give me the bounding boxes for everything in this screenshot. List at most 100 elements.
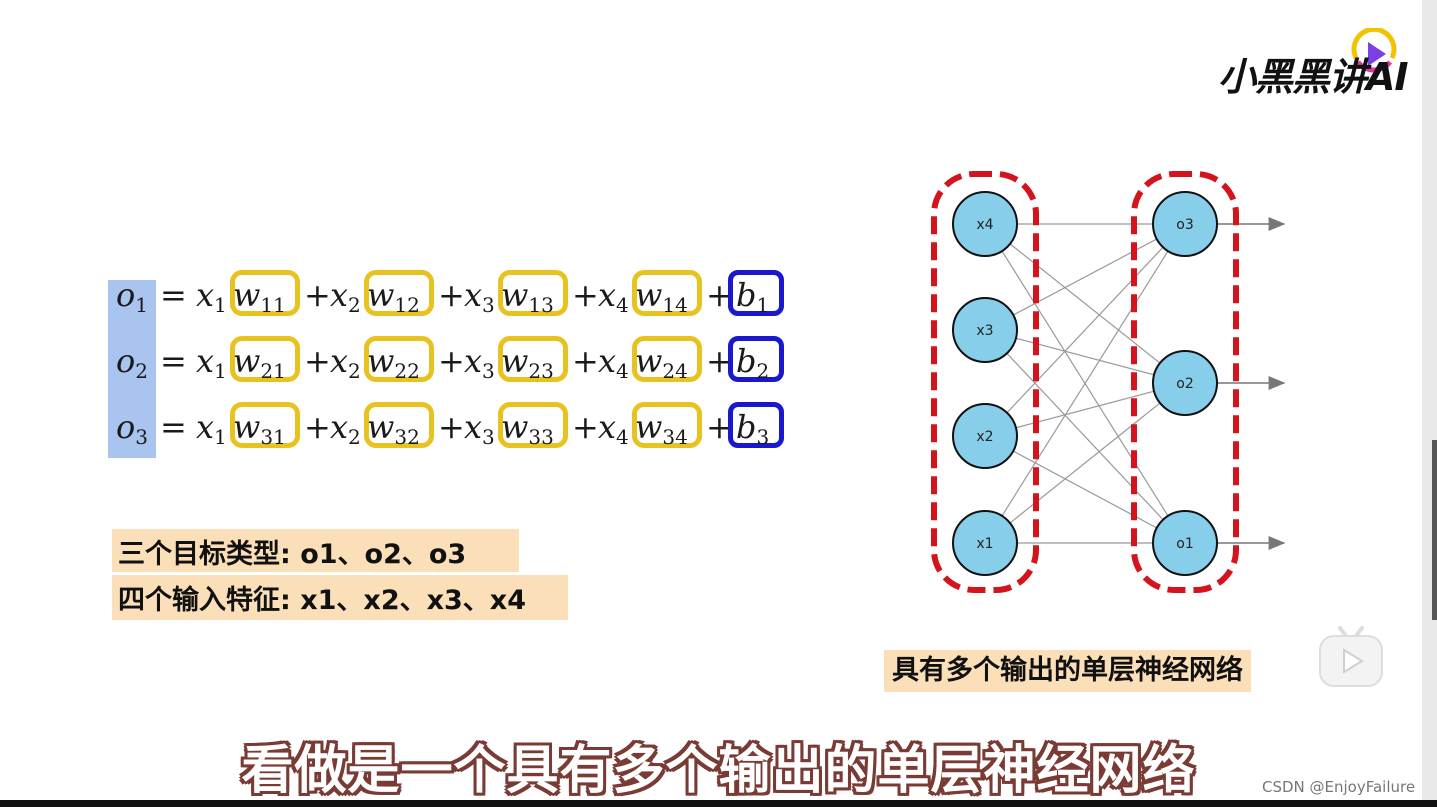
targets-note: 三个目标类型: o1、o2、o3 xyxy=(112,529,519,572)
weight-symbol: w33 xyxy=(501,408,554,449)
weight-highlight-box xyxy=(498,270,568,316)
svg-text:x4: x4 xyxy=(976,217,993,233)
input-symbol: x3 xyxy=(464,408,495,449)
svg-text:o2: o2 xyxy=(1176,376,1193,392)
equals-sign: = xyxy=(160,276,187,314)
input-group-outline xyxy=(931,171,1039,593)
bias-highlight-box xyxy=(728,402,784,448)
output-node: o2 xyxy=(1152,350,1218,416)
plus-sign: + xyxy=(304,276,331,314)
bias-symbol: b3 xyxy=(736,408,770,449)
weight-symbol: w21 xyxy=(233,342,286,383)
svg-text:x1: x1 xyxy=(976,536,993,552)
weight-symbol: w23 xyxy=(501,342,554,383)
weight-symbol: w24 xyxy=(635,342,688,383)
plus-sign: + xyxy=(438,408,465,446)
input-symbol: x3 xyxy=(464,276,495,317)
output-node: o3 xyxy=(1152,191,1218,257)
plus-sign: + xyxy=(572,408,599,446)
inputs-note: 四个输入特征: x1、x2、x3、x4 xyxy=(112,575,568,620)
plus-sign: + xyxy=(304,342,331,380)
network-diagram: x4 x3 x2 x1 o3 o2 o1 xyxy=(931,171,1286,593)
logo-text: 小黑黑讲AI xyxy=(1218,55,1409,99)
tv-play-icon[interactable] xyxy=(1316,620,1386,690)
output-node: o1 xyxy=(1152,510,1218,576)
weight-symbol: w14 xyxy=(635,276,688,317)
weight-highlight-box xyxy=(230,402,300,448)
network-edge xyxy=(984,329,1186,544)
weight-highlight-box xyxy=(230,336,300,382)
input-node: x4 xyxy=(952,191,1018,257)
output-column-highlight xyxy=(108,280,156,458)
bias-highlight-box xyxy=(728,336,784,382)
diagram-caption: 具有多个输出的单层神经网络 xyxy=(884,650,1251,692)
network-edge xyxy=(984,329,1186,384)
weight-highlight-box xyxy=(498,402,568,448)
input-symbol: x1 xyxy=(196,342,227,383)
input-symbol: x1 xyxy=(196,408,227,449)
input-symbol: x2 xyxy=(330,342,361,383)
svg-text:o1: o1 xyxy=(1176,536,1193,552)
weight-highlight-box xyxy=(632,402,702,448)
input-symbol: x4 xyxy=(598,276,629,317)
play-logo-icon xyxy=(1351,28,1397,73)
window-edge xyxy=(1422,0,1437,807)
weight-highlight-box xyxy=(364,402,434,448)
network-edge xyxy=(984,382,1186,544)
network-edge xyxy=(984,223,1186,331)
weight-symbol: w11 xyxy=(233,276,286,317)
equals-sign: = xyxy=(160,342,187,380)
input-symbol: x4 xyxy=(598,342,629,383)
output-symbol: o1 xyxy=(116,276,148,317)
plus-sign: + xyxy=(304,408,331,446)
equals-sign: = xyxy=(160,408,187,446)
weight-symbol: w34 xyxy=(635,408,688,449)
input-symbol: x2 xyxy=(330,276,361,317)
scrollbar[interactable] xyxy=(1432,440,1437,620)
svg-text:x2: x2 xyxy=(976,429,993,445)
weight-highlight-box xyxy=(364,270,434,316)
logo: 小黑黑讲AI xyxy=(1218,28,1418,108)
svg-text:o3: o3 xyxy=(1176,217,1193,233)
weight-highlight-box xyxy=(632,336,702,382)
plus-sign: + xyxy=(572,342,599,380)
network-nodes: x4 x3 x2 x1 o3 o2 o1 xyxy=(952,191,1218,576)
svg-text:x3: x3 xyxy=(976,323,993,339)
bias-highlight-box xyxy=(728,270,784,316)
input-node: x2 xyxy=(952,403,1018,469)
network-edge xyxy=(984,223,1186,384)
output-symbol: o3 xyxy=(116,408,148,449)
plus-sign: + xyxy=(438,342,465,380)
output-arrows xyxy=(1217,217,1286,550)
network-edge xyxy=(984,223,1186,437)
weight-symbol: w32 xyxy=(367,408,420,449)
bottom-bar xyxy=(0,800,1437,807)
watermark: CSDN @EnjoyFailure xyxy=(1262,778,1416,796)
bias-symbol: b1 xyxy=(736,276,770,317)
weight-highlight-box xyxy=(230,270,300,316)
input-node: x3 xyxy=(952,297,1018,363)
weight-symbol: w12 xyxy=(367,276,420,317)
weight-highlight-box xyxy=(632,270,702,316)
bias-symbol: b2 xyxy=(736,342,770,383)
weight-symbol: w22 xyxy=(367,342,420,383)
network-edge xyxy=(984,223,1186,544)
network-edge xyxy=(984,435,1186,544)
output-group-outline xyxy=(1131,171,1239,593)
network-edge xyxy=(984,382,1186,437)
output-symbol: o2 xyxy=(116,342,148,383)
plus-sign: + xyxy=(438,276,465,314)
input-symbol: x2 xyxy=(330,408,361,449)
input-symbol: x4 xyxy=(598,408,629,449)
weight-symbol: w13 xyxy=(501,276,554,317)
weight-highlight-box xyxy=(498,336,568,382)
plus-sign: + xyxy=(572,276,599,314)
input-symbol: x3 xyxy=(464,342,495,383)
network-edges xyxy=(984,223,1186,544)
video-subtitle: 看做是一个具有多个输出的单层神经网络 xyxy=(241,741,1196,801)
input-symbol: x1 xyxy=(196,276,227,317)
